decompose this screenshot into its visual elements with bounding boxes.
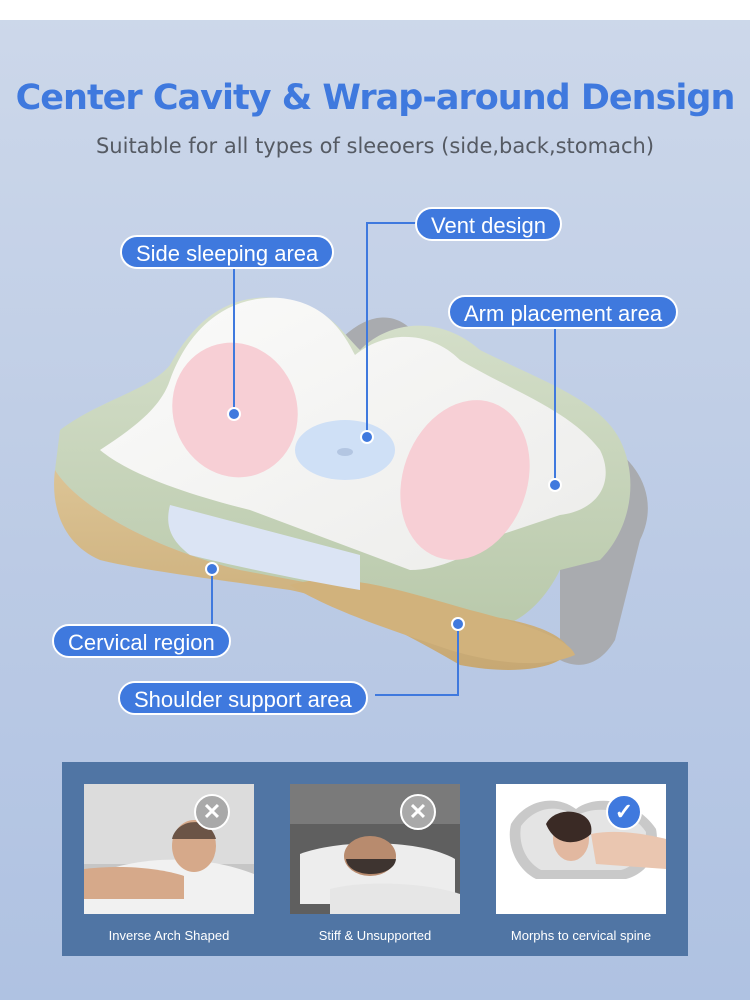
comparison-card-stiff: ✕ <box>290 784 460 914</box>
label-arm-placement: Arm placement area <box>448 295 679 329</box>
pillow-back-grey <box>340 317 648 665</box>
marker-shoulder <box>451 617 465 631</box>
x-mark-icon: ✕ <box>194 794 230 830</box>
pillow-illustration <box>54 297 648 670</box>
leader-shoulder-h <box>375 694 459 696</box>
marker-cervical <box>205 562 219 576</box>
comparison-panel: ✕ ✕ ✓ Inverse Arch Shaped Stiff & Unsupp… <box>62 762 688 956</box>
leader-cervical <box>211 569 213 641</box>
label-side-sleeping: Side sleeping area <box>120 235 335 269</box>
vent-hole <box>337 448 353 456</box>
leader-arm <box>554 328 556 486</box>
comparison-card-inverse-arch: ✕ <box>84 784 254 914</box>
x-mark-icon: ✕ <box>400 794 436 830</box>
leader-side-sleeping <box>233 268 235 414</box>
caption-stiff: Stiff & Unsupported <box>318 928 432 943</box>
check-mark-icon: ✓ <box>606 794 642 830</box>
label-vent: Vent design <box>415 207 562 241</box>
caption-morphs: Morphs to cervical spine <box>510 928 652 943</box>
label-shoulder: Shoulder support area <box>118 681 368 715</box>
top-white-strip <box>0 0 750 20</box>
page-subtitle: Suitable for all types of sleeoers (side… <box>95 134 655 158</box>
marker-vent <box>360 430 374 444</box>
sleeper-photo-2 <box>290 784 460 914</box>
comparison-card-morphs: ✓ <box>496 784 666 914</box>
marker-side-sleeping <box>227 407 241 421</box>
page-title: Center Cavity & Wrap-around Densign <box>15 78 736 118</box>
marker-arm <box>548 478 562 492</box>
label-cervical: Cervical region <box>52 624 231 658</box>
caption-inverse-arch: Inverse Arch Shaped <box>108 928 230 943</box>
cervical-face <box>168 505 360 590</box>
sleeper-photo-1 <box>84 784 254 914</box>
side-sleep-pad-right <box>400 400 530 560</box>
sleeper-photo-3 <box>496 784 666 914</box>
leader-vent-v <box>366 222 368 436</box>
leader-vent-h <box>366 222 418 224</box>
leader-shoulder-v <box>457 624 459 696</box>
pillow-right-tan <box>290 579 575 664</box>
